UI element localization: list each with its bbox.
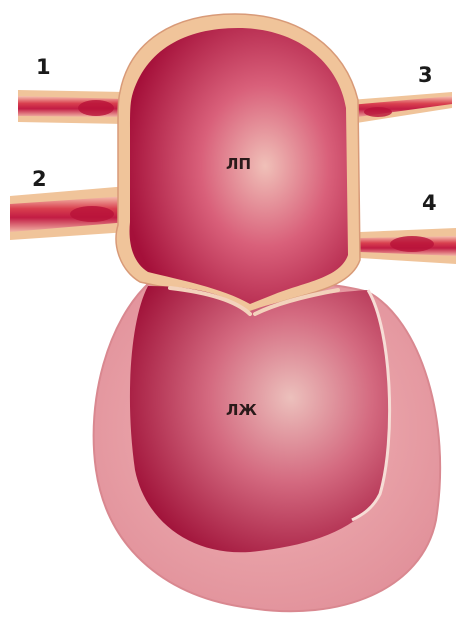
vessel-1-label: 1: [36, 55, 51, 79]
vessel-4-label: 4: [422, 191, 437, 215]
left-ventricle-cavity: [130, 286, 389, 552]
vessel-3-label: 3: [418, 63, 433, 87]
left-ventricle-label: ЛЖ: [226, 401, 257, 419]
vessel-2-label: 2: [32, 167, 47, 191]
left-atrium-label: ЛП: [226, 155, 251, 173]
vessel-2: [10, 186, 128, 240]
vessel-1: [18, 90, 125, 124]
vessel-4: [360, 228, 456, 264]
vessel-3: [350, 92, 452, 124]
